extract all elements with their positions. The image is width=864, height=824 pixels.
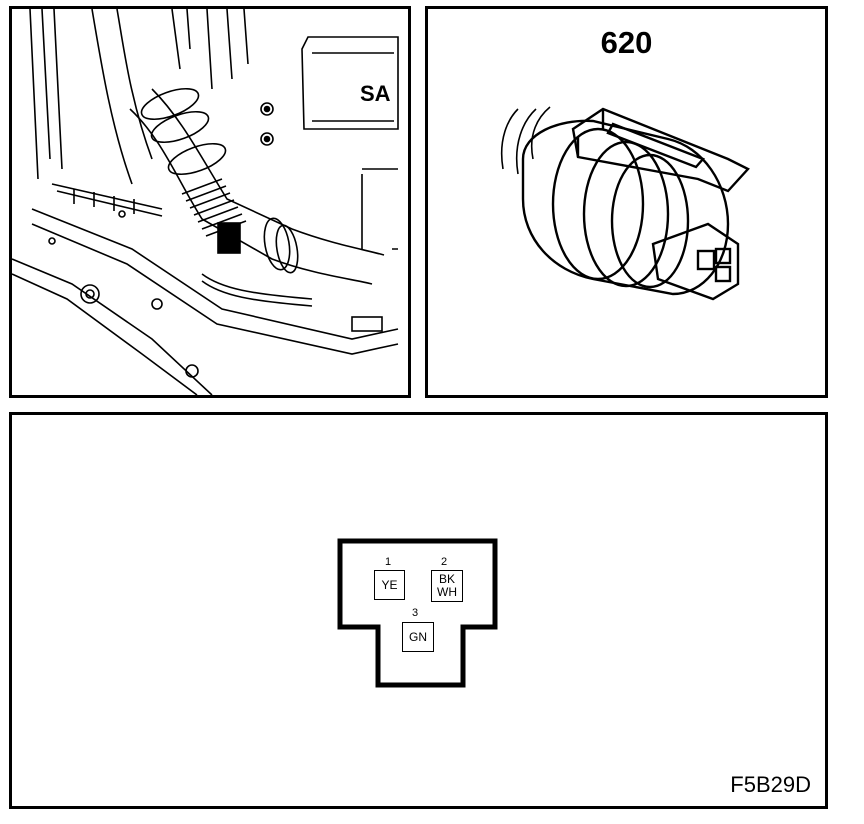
pin-1-color: YE (381, 577, 398, 592)
engine-bay-illustration: SA (9, 6, 411, 398)
pin-3-color: GN (409, 629, 427, 644)
sensor-location-marker (217, 222, 241, 254)
pin-3-number: 3 (412, 607, 419, 619)
connector-drawing (500, 106, 750, 301)
pin-2-color-bottom: WH (437, 585, 457, 599)
connector-face-outline (337, 538, 498, 688)
figure-id: F5B29D (730, 772, 811, 797)
engine-bay-drawing: SA (12, 9, 399, 395)
pin-3: GN (402, 622, 434, 652)
pinout-panel: 1 YE 2 BK WH 3 GN F5B29D (9, 412, 828, 809)
connector-illustration: 620 (425, 6, 828, 398)
engine-cover-badge: SA (360, 81, 391, 106)
pin-2-color-top: BK (438, 572, 455, 586)
pin-2: BK WH (431, 570, 463, 602)
connector-id: 620 (600, 25, 653, 60)
pin-1: YE (374, 570, 405, 600)
pin-1-number: 1 (385, 556, 392, 568)
pin-2-number: 2 (441, 556, 448, 568)
